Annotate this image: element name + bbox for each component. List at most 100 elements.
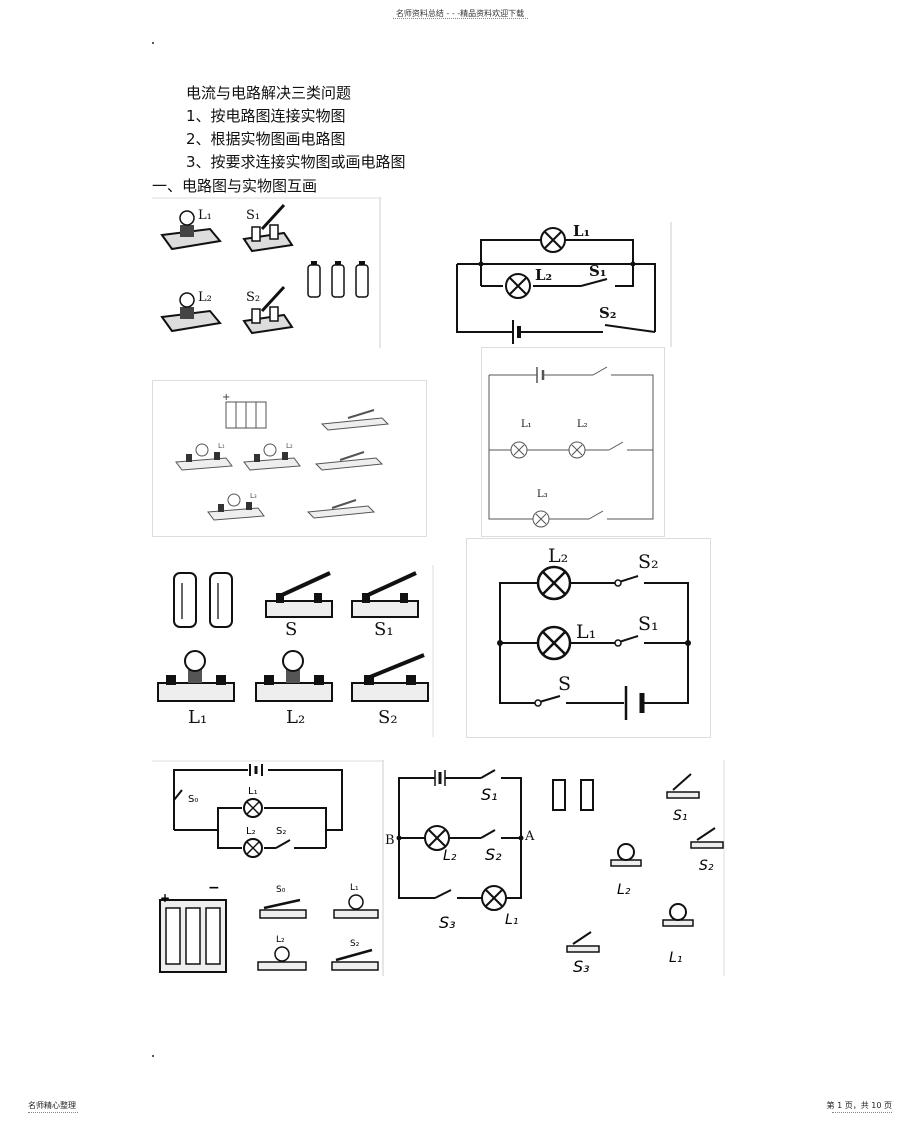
label-S1: S₁ bbox=[638, 613, 659, 635]
battery-pack-icon: + bbox=[222, 392, 267, 429]
label-L1: L₁ bbox=[573, 222, 590, 240]
fig3-circuit-diagram: L₂ S₂ L₁ S₁ S bbox=[466, 538, 711, 738]
switch-icon bbox=[259, 898, 307, 919]
label-L2: L₂ bbox=[286, 442, 293, 450]
battery-icon bbox=[173, 572, 233, 628]
fig1-circuit-diagram: L₁ L₂ S₁ S₂ bbox=[445, 222, 672, 347]
lamp-base-icon bbox=[610, 843, 642, 867]
label-S2: S₂ bbox=[485, 845, 502, 864]
switch-icon bbox=[690, 827, 724, 849]
fig2-circuit-diagram: L₁ L₂ L₃ bbox=[481, 347, 665, 537]
component-label-S1: S₁ bbox=[673, 808, 688, 824]
page-header: 名师资料总结 - - -精品资料欢迎下载 bbox=[395, 9, 525, 18]
label-L2: L₂ bbox=[548, 545, 568, 567]
label-S2: S₂ bbox=[246, 290, 260, 305]
lamp-base-icon bbox=[160, 210, 222, 251]
lamp-base-icon bbox=[255, 650, 333, 702]
footer-right: 第 1 页，共 10 页 bbox=[826, 1101, 892, 1110]
switch-icon bbox=[265, 571, 333, 618]
plus-label: + bbox=[160, 891, 170, 905]
label-A: A bbox=[524, 829, 535, 844]
page-mark-top bbox=[152, 42, 154, 44]
switch-icon bbox=[242, 285, 294, 335]
switch-icon bbox=[331, 948, 379, 971]
switch-icon bbox=[666, 773, 700, 799]
fig4-right-image: S₁ B A L₂ S₂ S₃ L₁ S₁ S₂ L₂ L₁ S₃ bbox=[385, 760, 725, 976]
switch-icon bbox=[566, 931, 600, 953]
lamp-base-icon bbox=[157, 650, 235, 702]
label-S2: S₂ bbox=[638, 551, 659, 573]
label-S1: S₁ bbox=[589, 262, 606, 280]
label-L2: L₂ bbox=[535, 266, 552, 284]
switch-icon bbox=[314, 451, 384, 471]
component-label-S2: S₂ bbox=[699, 858, 714, 874]
lamp-L1-symbol bbox=[536, 625, 572, 661]
lamp-L2-symbol bbox=[536, 565, 572, 601]
label-S2: S₂ bbox=[599, 304, 616, 322]
label-S2: S₂ bbox=[276, 826, 286, 837]
footer-left: 名师精心整理 bbox=[28, 1101, 76, 1110]
list-item-1: 1、按电路图连接实物图 bbox=[186, 107, 346, 125]
label-S1: S₁ bbox=[246, 208, 260, 223]
lamp-base-icon bbox=[662, 903, 694, 927]
label-L2: L₂ bbox=[246, 826, 256, 837]
switch-icon bbox=[242, 203, 294, 253]
label-Lb: L₂ bbox=[276, 935, 285, 945]
battery-symbol bbox=[624, 686, 645, 720]
lamp-base-icon bbox=[207, 493, 265, 521]
label-L1: L₁ bbox=[505, 912, 518, 928]
list-item-3: 3、按要求连接实物图或画电路图 bbox=[186, 153, 406, 171]
label-Sb: S₂ bbox=[350, 939, 360, 949]
footer-right-divider bbox=[832, 1112, 892, 1113]
label-L2: L₂ bbox=[577, 419, 588, 430]
label-L1: L₁ bbox=[198, 208, 212, 223]
switch-icon bbox=[351, 653, 429, 702]
label-L2: L₂ bbox=[286, 707, 305, 728]
label-S0: S₀ bbox=[188, 794, 198, 805]
lamp-base-icon bbox=[160, 292, 222, 333]
battery-pack-icon bbox=[159, 899, 227, 973]
label-L1: L₁ bbox=[188, 707, 207, 728]
switch-icon bbox=[320, 409, 390, 431]
lamp-base-icon bbox=[333, 894, 379, 919]
lamp-base-icon bbox=[243, 443, 301, 471]
label-L2: L₂ bbox=[198, 290, 212, 305]
lamp-L3-symbol bbox=[532, 510, 550, 528]
switch-icon bbox=[306, 499, 376, 519]
label-S2: S₂ bbox=[378, 707, 398, 728]
document-title: 电流与电路解决三类问题 bbox=[186, 84, 352, 102]
lamp-L1-symbol bbox=[510, 441, 528, 459]
label-L1: L₁ bbox=[576, 621, 596, 643]
component-label-L2: L₂ bbox=[617, 882, 631, 898]
label-B: B bbox=[385, 833, 395, 848]
lamp-base-icon bbox=[257, 946, 307, 971]
battery-icon bbox=[307, 261, 369, 298]
svg-text:+: + bbox=[222, 392, 230, 403]
minus-label: − bbox=[208, 880, 220, 896]
label-L2: L₂ bbox=[443, 848, 457, 864]
list-item-2: 2、根据实物图画电路图 bbox=[186, 130, 346, 148]
fig2-components-image: + L₁ L₂ L₃ bbox=[152, 380, 427, 537]
label-L1: L₁ bbox=[521, 419, 532, 430]
fig3-components-image: S S₁ L₁ L₂ S₂ bbox=[152, 565, 434, 737]
label-L1: L₁ bbox=[218, 442, 225, 450]
label-L3: L₃ bbox=[250, 492, 257, 500]
switch-icon bbox=[351, 571, 419, 618]
footer-left-divider bbox=[28, 1112, 78, 1113]
fig1-components-image: L₁ S₁ L₂ S₂ bbox=[152, 197, 381, 348]
lamp-base-icon bbox=[175, 443, 233, 471]
fig4-left-image: S₀ L₁ L₂ S₂ − + S₀ L₁ L₂ S₂ bbox=[152, 760, 384, 976]
label-S3: S₃ bbox=[439, 913, 456, 932]
label-L1: L₁ bbox=[248, 786, 258, 797]
component-label-S3: S₃ bbox=[573, 957, 590, 976]
component-label-L1: L₁ bbox=[669, 950, 682, 966]
label-S: S bbox=[558, 673, 571, 695]
battery-symbol bbox=[512, 320, 521, 344]
lamp-L2-symbol bbox=[568, 441, 586, 459]
section-heading: 一、电路图与实物图互画 bbox=[152, 177, 318, 195]
label-La: L₁ bbox=[350, 883, 359, 893]
label-S: S bbox=[285, 619, 297, 640]
label-S1: S₁ bbox=[481, 785, 498, 804]
battery-icon bbox=[552, 779, 594, 811]
header-divider bbox=[393, 18, 528, 19]
